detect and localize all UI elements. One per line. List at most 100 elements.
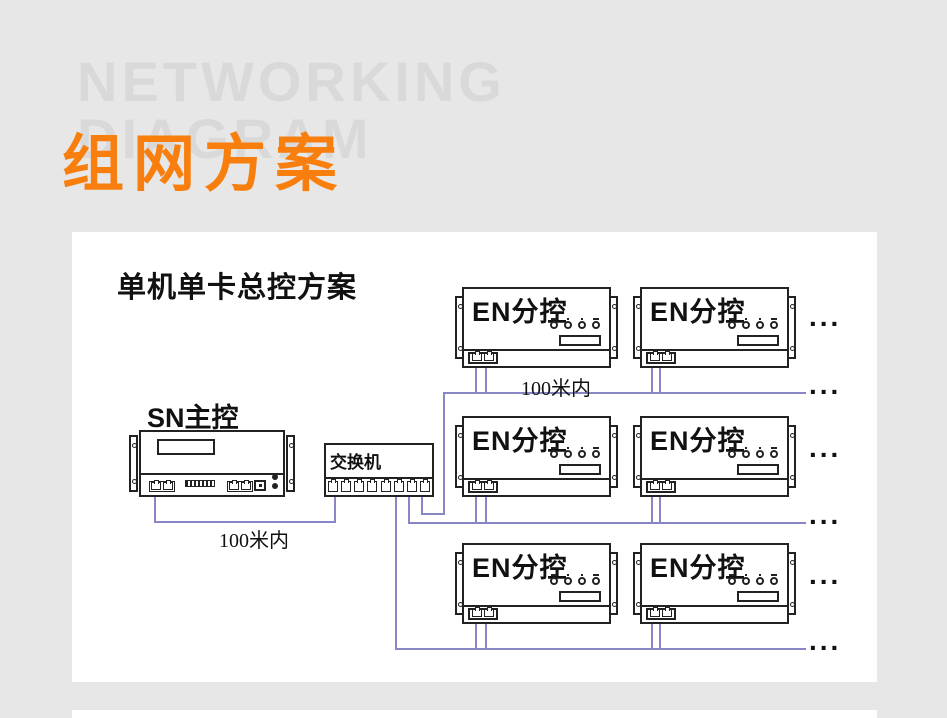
rj45-port-icon bbox=[650, 480, 660, 490]
rj45-port-group-icon bbox=[468, 607, 498, 620]
connection-line bbox=[395, 495, 397, 650]
terminal-block-icon bbox=[185, 480, 215, 487]
rj45-port-icon bbox=[240, 480, 251, 490]
connection-line bbox=[475, 496, 477, 524]
rj45-port-icon bbox=[472, 351, 482, 361]
device-chassis: EN分控 bbox=[640, 543, 789, 624]
connection-line bbox=[408, 495, 410, 524]
ellipsis-dots: ... bbox=[809, 625, 842, 656]
en-unit-device: EN分控 bbox=[455, 287, 618, 368]
rj45-port-icon bbox=[162, 480, 173, 490]
rj45-port-icon bbox=[367, 479, 378, 492]
switch-label: 交换机 bbox=[330, 453, 381, 472]
connection-line bbox=[421, 495, 423, 515]
rj45-port-icon bbox=[419, 479, 430, 492]
connection-line bbox=[154, 521, 336, 523]
display-window bbox=[737, 335, 779, 346]
device-chassis: EN分控 bbox=[462, 287, 611, 368]
en-unit-device: EN分控 bbox=[455, 543, 618, 624]
connection-line bbox=[485, 367, 487, 394]
rj45-port-icon bbox=[328, 479, 338, 492]
section-title: 单机单卡总控方案 bbox=[117, 272, 358, 304]
display-window bbox=[157, 439, 215, 455]
led-indicator-icons bbox=[550, 574, 600, 585]
connection-line bbox=[485, 496, 487, 524]
connection-line bbox=[651, 367, 653, 394]
led-indicator-icons bbox=[550, 447, 600, 458]
rj45-port-icon bbox=[484, 351, 494, 361]
device-chassis: EN分控 bbox=[462, 543, 611, 624]
ellipsis-dots: ... bbox=[809, 499, 842, 530]
watermark-line-2: DIAGRAM bbox=[77, 107, 373, 170]
ethernet-switch-device: 交换机 bbox=[324, 443, 434, 497]
rj45-port-icon bbox=[354, 479, 365, 492]
connection-line bbox=[334, 495, 336, 523]
led-indicator-icons bbox=[728, 574, 778, 585]
mounting-ear bbox=[286, 435, 295, 492]
display-window bbox=[737, 464, 779, 475]
rj45-port-group-icon bbox=[468, 480, 498, 493]
connection-line bbox=[421, 513, 445, 515]
rj45-port-icon bbox=[662, 351, 672, 361]
connection-line bbox=[408, 522, 806, 524]
device-chassis: EN分控 bbox=[640, 416, 789, 497]
led-indicator-icons bbox=[728, 318, 778, 329]
sn-master-label: SN主控 bbox=[147, 403, 239, 433]
connection-line bbox=[475, 367, 477, 394]
rj45-port-icon bbox=[229, 480, 240, 490]
rj45-port-icon bbox=[393, 479, 404, 492]
mounting-ear bbox=[129, 435, 138, 492]
device-chassis: EN分控 bbox=[640, 287, 789, 368]
button-icons bbox=[272, 474, 278, 492]
rj45-port-group-icon bbox=[227, 480, 253, 492]
connection-line bbox=[651, 496, 653, 524]
en-unit-device: EN分控 bbox=[633, 287, 796, 368]
next-panel-edge bbox=[72, 710, 877, 718]
rj45-port-icon bbox=[650, 607, 660, 617]
rj45-port-group-icon bbox=[149, 480, 175, 492]
connection-line bbox=[485, 622, 487, 650]
rj45-port-group-icon bbox=[328, 479, 430, 492]
rj45-port-group-icon bbox=[646, 607, 676, 620]
en-unit-device: EN分控 bbox=[455, 416, 618, 497]
en-unit-device: EN分控 bbox=[633, 416, 796, 497]
connection-line bbox=[659, 367, 661, 394]
sn-master-device bbox=[129, 430, 295, 497]
rj45-port-icon bbox=[380, 479, 391, 492]
connection-line bbox=[443, 392, 806, 394]
connection-line bbox=[154, 492, 156, 523]
rj45-port-icon bbox=[472, 607, 482, 617]
display-window bbox=[559, 591, 601, 602]
rj45-port-icon bbox=[151, 480, 162, 490]
page-title: 组网方案 bbox=[62, 130, 347, 199]
ellipsis-dots: ... bbox=[809, 301, 842, 332]
connection-line bbox=[651, 622, 653, 650]
connection-line bbox=[659, 496, 661, 524]
rj45-port-icon bbox=[662, 480, 672, 490]
connection-line bbox=[659, 622, 661, 650]
led-indicator-icons bbox=[728, 447, 778, 458]
rj45-port-icon bbox=[484, 607, 494, 617]
rj45-port-icon bbox=[341, 479, 352, 492]
rj45-port-icon bbox=[406, 479, 417, 492]
distance-label: 100米内 bbox=[521, 378, 591, 400]
display-window bbox=[559, 335, 601, 346]
ellipsis-dots: ... bbox=[809, 559, 842, 590]
rj45-port-icon bbox=[662, 607, 672, 617]
watermark-text: NETWORKING DIAGRAM bbox=[77, 53, 506, 167]
power-port-icon bbox=[254, 480, 266, 491]
rj45-port-group-icon bbox=[646, 351, 676, 364]
device-chassis bbox=[139, 430, 285, 497]
device-chassis: 交换机 bbox=[324, 443, 434, 497]
ellipsis-dots: ... bbox=[809, 432, 842, 463]
rj45-port-group-icon bbox=[646, 480, 676, 493]
ellipsis-dots: ... bbox=[809, 369, 842, 400]
rj45-port-icon bbox=[484, 480, 494, 490]
connection-line bbox=[443, 392, 445, 515]
rj45-port-group-icon bbox=[468, 351, 498, 364]
watermark-line-1: NETWORKING bbox=[77, 50, 506, 113]
rj45-port-icon bbox=[472, 480, 482, 490]
device-chassis: EN分控 bbox=[462, 416, 611, 497]
en-unit-device: EN分控 bbox=[633, 543, 796, 624]
